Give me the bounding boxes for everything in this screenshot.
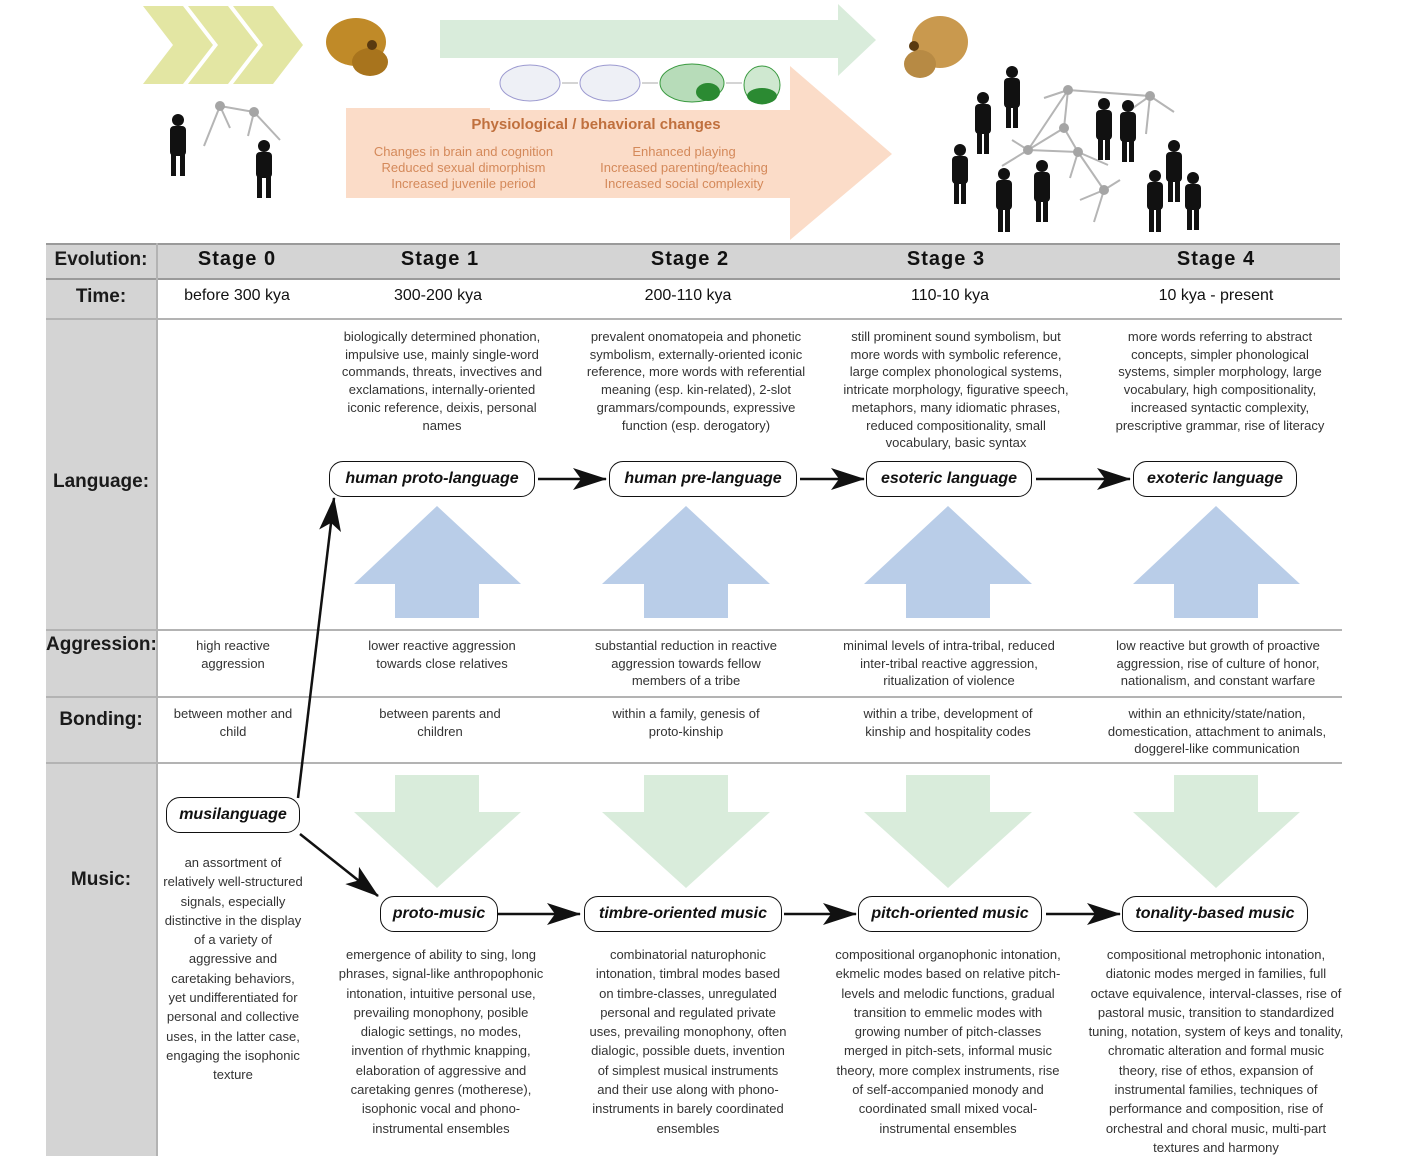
stage-header: Stage 0 xyxy=(197,248,277,270)
bonding-cell: between mother and child xyxy=(173,706,293,739)
evolution-header-row xyxy=(46,243,1340,280)
branch-arrow-to-language xyxy=(296,497,341,799)
banner-left-changes: Changes in brain and cognition Reduced s… xyxy=(356,144,571,192)
stage-header: Stage 2 xyxy=(650,248,730,270)
music-stage-label: tonality-based music xyxy=(1122,896,1308,932)
change-item: Increased parenting/teaching xyxy=(600,160,768,175)
language-stage-label: human proto-language xyxy=(329,461,535,497)
down-arrow-icon xyxy=(354,775,521,888)
music-stage-label: musilanguage xyxy=(166,797,300,833)
aggression-cell: lower reactive aggression towards close … xyxy=(368,638,516,671)
stage-header: Stage 3 xyxy=(906,248,986,270)
bonding-cell: between parents and children xyxy=(379,706,501,739)
stage-header: Stage 4 xyxy=(1176,248,1256,270)
row-label-music: Music: xyxy=(70,869,132,890)
bonding-cell: within an ethnicity/state/nation, domest… xyxy=(1107,706,1327,757)
up-arrow-icon xyxy=(354,506,521,618)
brain-icon xyxy=(499,64,561,102)
banner-right-changes: Enhanced playing Increased parenting/tea… xyxy=(584,144,784,192)
music-description: compositional organophonic intonation, e… xyxy=(835,947,1061,1136)
down-arrow-icon xyxy=(602,775,770,888)
music-stage-label: proto-music xyxy=(380,896,498,932)
music-description: compositional metrophonic intonation, di… xyxy=(1088,947,1344,1155)
person-silhouettes-pair xyxy=(170,114,272,198)
branch-arrow-to-music xyxy=(299,833,379,897)
row-divider xyxy=(46,629,1342,631)
skull-icon xyxy=(326,18,388,76)
time-cell: 10 kya - present xyxy=(1158,287,1274,304)
row-divider xyxy=(46,318,1342,320)
skull-icon xyxy=(904,16,968,78)
row-label-bonding: Bonding: xyxy=(59,709,143,730)
change-item: Increased juvenile period xyxy=(391,176,536,191)
aggression-cell: low reactive but growth of proactive agg… xyxy=(1116,638,1320,689)
music-description: combinatorial naturophonic intonation, t… xyxy=(589,947,787,1136)
music-description: emergence of ability to sing, long phras… xyxy=(338,947,544,1136)
language-description: more words referring to abstract concept… xyxy=(1115,329,1325,433)
music-description: an assortment of relatively well-structu… xyxy=(163,855,303,1083)
language-stage-label: exoteric language xyxy=(1133,461,1297,497)
brain-icon xyxy=(579,64,641,102)
music-stage-label: timbre-oriented music xyxy=(584,896,782,932)
label-divider xyxy=(156,243,158,1156)
bonding-cell: within a tribe, development of kinship a… xyxy=(863,706,1033,739)
down-arrow-icon xyxy=(864,775,1032,888)
language-stage-label: human pre-language xyxy=(609,461,797,497)
language-description: still prominent sound symbolism, but mor… xyxy=(843,329,1069,451)
language-description: prevalent onomatopeia and phonetic symbo… xyxy=(586,329,806,433)
down-arrow-icon xyxy=(1133,775,1300,888)
change-item: Changes in brain and cognition xyxy=(373,144,554,159)
time-cell: before 300 kya xyxy=(184,287,290,304)
small-social-network-icon xyxy=(203,101,281,147)
aggression-cell: minimal levels of intra-tribal, reduced … xyxy=(843,638,1055,689)
aggression-cell: substantial reduction in reactive aggres… xyxy=(594,638,778,689)
time-cell: 200-110 kya xyxy=(644,287,732,304)
row-label-language: Language: xyxy=(52,471,150,492)
row-label-time: Time: xyxy=(75,286,127,307)
banner-title: Physiological / behavioral changes xyxy=(471,116,721,133)
aggression-cell: high reactive aggression xyxy=(196,638,270,671)
large-social-network-icon xyxy=(1001,85,1175,223)
up-arrow-icon xyxy=(602,506,770,618)
up-arrow-icon xyxy=(864,506,1032,618)
time-cell: 110-10 kya xyxy=(911,287,989,304)
bonding-cell: within a family, genesis of proto-kinshi… xyxy=(612,706,760,739)
group-silhouettes xyxy=(952,66,1201,232)
change-item: Enhanced playing xyxy=(632,144,736,159)
music-stage-label: pitch-oriented music xyxy=(858,896,1042,932)
row-label-evolution: Evolution: xyxy=(54,249,148,270)
stage-header: Stage 1 xyxy=(400,248,480,270)
time-cell: 300-200 kya xyxy=(393,287,483,304)
change-item: Reduced sexual dimorphism xyxy=(381,160,546,175)
row-label-column xyxy=(46,243,156,1156)
row-divider xyxy=(46,696,1342,698)
language-description: biologically determined phonation, impul… xyxy=(341,329,543,433)
row-divider xyxy=(46,762,1342,764)
chevron-arrows-icon xyxy=(143,6,303,84)
change-item: Increased social complexity xyxy=(604,176,764,191)
up-arrow-icon xyxy=(1133,506,1300,618)
row-label-aggression: Aggression: xyxy=(46,634,157,655)
brain-images-strip xyxy=(490,58,790,110)
language-stage-label: esoteric language xyxy=(866,461,1032,497)
